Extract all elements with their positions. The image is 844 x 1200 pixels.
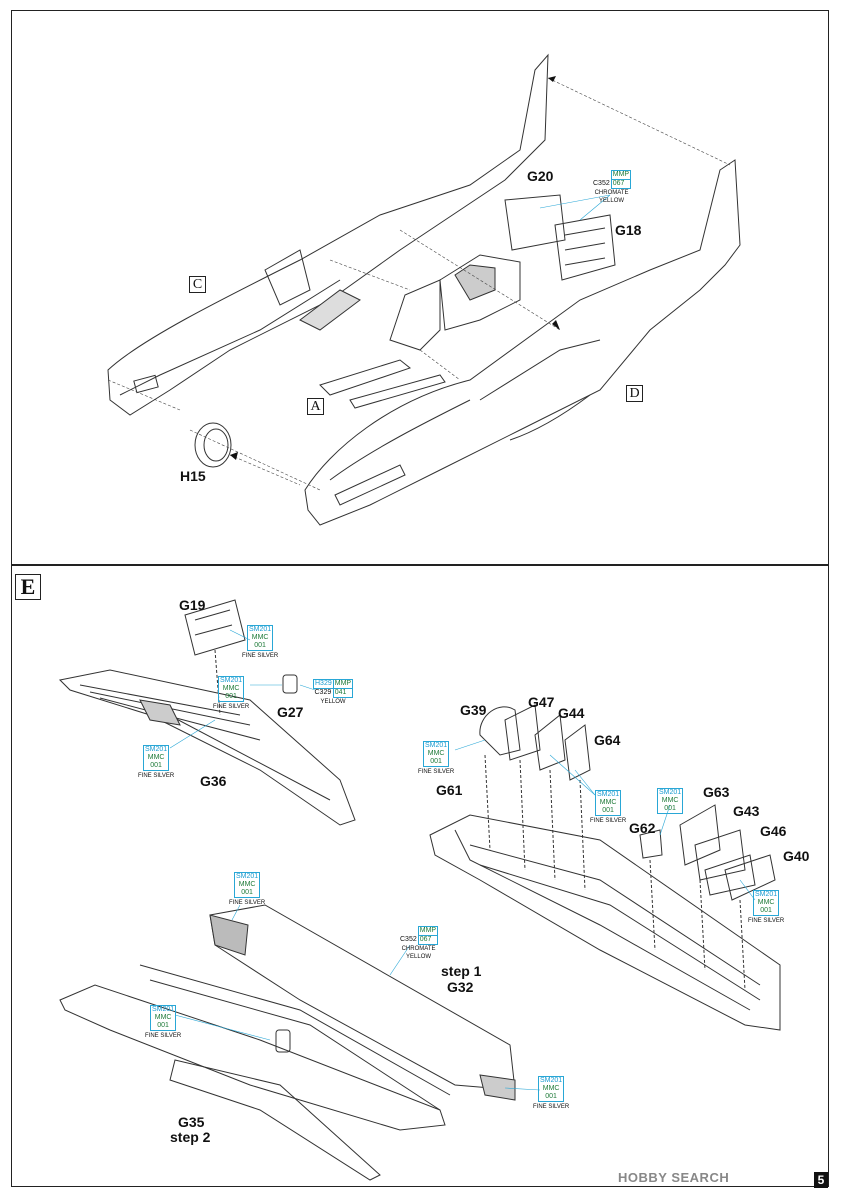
mmc-code: 001 — [225, 693, 237, 700]
mmc-label: MMC — [238, 881, 256, 888]
part-label-g43: G43 — [733, 803, 760, 819]
mmc-label: MMC — [427, 750, 445, 757]
mmc-code: 001 — [157, 1022, 169, 1029]
sm-code: SM201 — [597, 791, 620, 798]
part-label-g46: G46 — [760, 823, 787, 839]
mmc-label: MMC — [661, 797, 679, 804]
part-label-g39: G39 — [460, 702, 487, 718]
mmc-code: 001 — [760, 907, 772, 914]
part-label-g61: G61 — [436, 782, 463, 798]
color-name: FINE SILVER — [242, 653, 279, 659]
color-name-line2: YELLOW — [599, 198, 625, 204]
sm-code: SM201 — [249, 626, 272, 633]
part-label-g19: G19 — [179, 597, 206, 613]
part-label-h15: H15 — [180, 468, 206, 484]
sm-code: SM201 — [152, 1006, 175, 1013]
color-name: YELLOW — [320, 699, 346, 705]
color-code-c: C352 — [400, 936, 417, 943]
part-label-g36: G36 — [200, 773, 227, 789]
part-label-g44: G44 — [558, 705, 585, 721]
mmp-label: MMP — [417, 926, 439, 936]
mmc-code: 001 — [150, 762, 162, 769]
color-name: FINE SILVER — [229, 900, 266, 906]
color-name: FINE SILVER — [145, 1033, 182, 1039]
color-code-mmp: 067 — [610, 179, 632, 189]
mmc-label: MMC — [251, 634, 269, 641]
part-label-g64: G64 — [594, 732, 621, 748]
assembly-letter-d: D — [626, 385, 643, 402]
color-name-line1: CHROMATE — [594, 190, 629, 196]
sm-code: SM201 — [425, 742, 448, 749]
mmc-code: 001 — [254, 642, 266, 649]
step-1-label: step 1 — [441, 963, 482, 979]
color-name-line2: YELLOW — [406, 954, 432, 960]
part-label-g63: G63 — [703, 784, 730, 800]
part-label-g20: G20 — [527, 168, 554, 184]
part-label-g27: G27 — [277, 704, 304, 720]
part-label-g62: G62 — [629, 820, 656, 836]
sm-code: SM201 — [659, 789, 682, 796]
mmc-code: 001 — [664, 805, 676, 812]
section-e-panel — [11, 565, 829, 1187]
c-code: C329 — [314, 689, 332, 697]
mmp-label: MMP — [610, 170, 632, 180]
step-2-label: step 2 — [170, 1129, 211, 1145]
assembly-letter-a: A — [307, 398, 324, 415]
sm-code: SM201 — [755, 891, 778, 898]
color-name-line1: CHROMATE — [401, 946, 436, 952]
mmc-code: 001 — [545, 1093, 557, 1100]
color-name: FINE SILVER — [590, 818, 627, 824]
color-name: FINE SILVER — [213, 704, 250, 710]
color-name: FINE SILVER — [533, 1104, 570, 1110]
mmc-label: MMC — [154, 1014, 172, 1021]
mmc-label: MMC — [599, 799, 617, 806]
color-code-mmp: 067 — [417, 935, 439, 945]
sm-code: SM201 — [540, 1077, 563, 1084]
color-name: FINE SILVER — [748, 918, 785, 924]
part-label-g40: G40 — [783, 848, 810, 864]
mmc-label: MMC — [542, 1085, 560, 1092]
hobby-search-watermark: HOBBY SEARCH — [618, 1170, 730, 1185]
sm-code: SM201 — [220, 677, 243, 684]
color-name: FINE SILVER — [138, 773, 175, 779]
mmp-label: MMP — [332, 679, 354, 689]
mmc-label: MMC — [147, 754, 165, 761]
h-code: H329 — [313, 679, 334, 689]
mmp-code: 041 — [332, 688, 354, 698]
part-label-g35: G35 — [178, 1114, 205, 1130]
mmc-label: MMC — [757, 899, 775, 906]
part-label-g18: G18 — [615, 222, 642, 238]
sm-code: SM201 — [145, 746, 168, 753]
color-code-c: C352 — [593, 180, 610, 187]
page-number: 5 — [814, 1172, 828, 1188]
color-name: FINE SILVER — [418, 769, 455, 775]
mmc-code: 001 — [241, 889, 253, 896]
top-instruction-panel — [11, 10, 829, 565]
mmc-code: 001 — [430, 758, 442, 765]
part-label-g47: G47 — [528, 694, 555, 710]
section-letter-e: E — [15, 574, 41, 600]
part-label-g32: G32 — [447, 979, 474, 995]
mmc-label: MMC — [222, 685, 240, 692]
assembly-letter-c: C — [189, 276, 206, 293]
mmc-code: 001 — [602, 807, 614, 814]
sm-code: SM201 — [236, 873, 259, 880]
